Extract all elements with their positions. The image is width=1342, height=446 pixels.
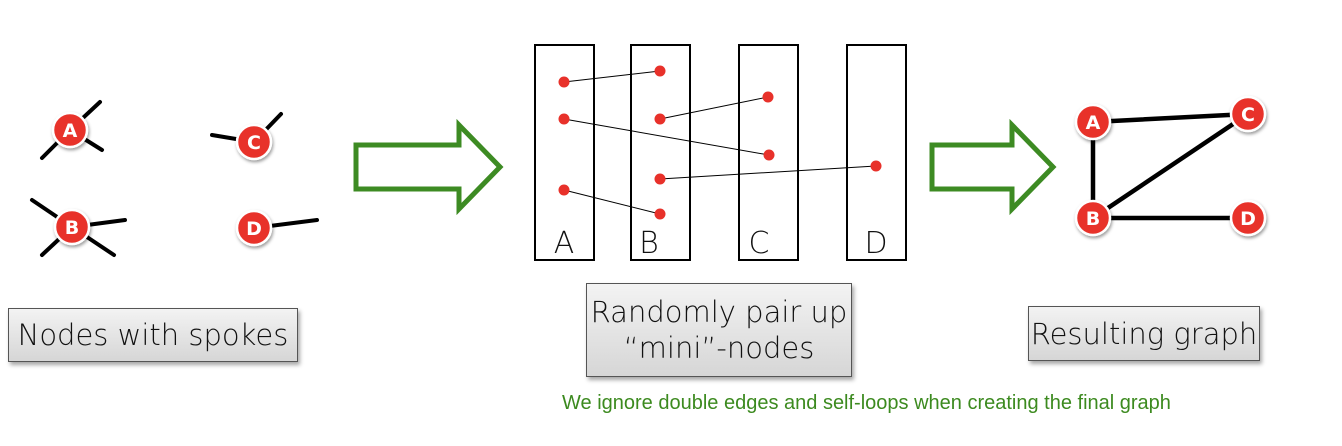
edge-b-c [1090,111,1251,221]
column-d [846,44,907,261]
left-node-c-label: C [247,132,261,154]
mini-node-b-3 [654,173,666,185]
left-node-b: B [53,208,91,246]
graph-node-c-label: C [1241,104,1255,126]
column-d-label: D [864,226,887,261]
graph-edges [1090,111,1251,221]
arrow-right-2 [929,118,1057,216]
pair-line-5 [659,165,877,180]
column-c-label: C [749,226,770,261]
mini-node-b-1 [654,65,666,77]
mini-node-a-2 [558,113,570,125]
left-node-a: A [51,111,89,149]
mini-nodes [558,65,882,220]
graph-node-d: D [1229,199,1267,237]
caption-resulting-graph: Resulting graph [1028,306,1260,361]
graph-node-b: B [1074,199,1112,237]
graph-node-b-label: B [1086,208,1100,230]
graph-node-a-label: A [1086,112,1101,134]
left-node-a-label: A [63,120,78,142]
left-node-d: D [235,209,273,247]
mini-node-a-1 [558,76,570,88]
graph-node-d-label: D [1240,208,1256,230]
caption-randomly-pair: Randomly pair up “mini”-nodes [586,283,852,377]
left-node-d-label: D [246,218,262,240]
pair-line-3 [563,189,661,215]
caption-nodes-with-spokes: Nodes with spokes [8,308,298,362]
mini-node-b-2 [654,113,666,125]
note-text: We ignore double edges and self-loops wh… [562,392,1171,414]
graph-node-a: A [1074,103,1112,141]
edge-a-c [1090,111,1251,125]
column-a-label: A [554,226,575,261]
left-node-c: C [235,123,273,161]
pairing-lines [563,70,877,215]
mini-node-a-3 [558,184,570,196]
pair-line-1 [563,70,661,83]
caption-nodes-with-spokes-text: Nodes with spokes [17,318,289,352]
mini-node-c-2 [763,149,775,161]
caption-resulting-graph-text: Resulting graph [1030,316,1258,351]
left-panel: A B C D [30,100,319,257]
graph-node-c: C [1229,95,1267,133]
column-b [630,44,691,261]
pair-line-4 [659,96,769,120]
column-b-label: B [639,226,659,261]
middle-panel: A B C D [534,44,907,261]
arrow-right-1 [353,118,504,216]
caption-randomly-pair-line1: Randomly pair up [590,295,848,329]
pair-line-2 [563,118,770,156]
caption-randomly-pair-line2: “mini”-nodes [623,331,815,365]
mini-node-d-1 [870,160,882,172]
left-node-b-label: B [65,217,79,239]
mini-node-c-1 [762,91,774,103]
right-panel: A B C D [1074,95,1267,237]
mini-node-b-4 [654,208,666,220]
